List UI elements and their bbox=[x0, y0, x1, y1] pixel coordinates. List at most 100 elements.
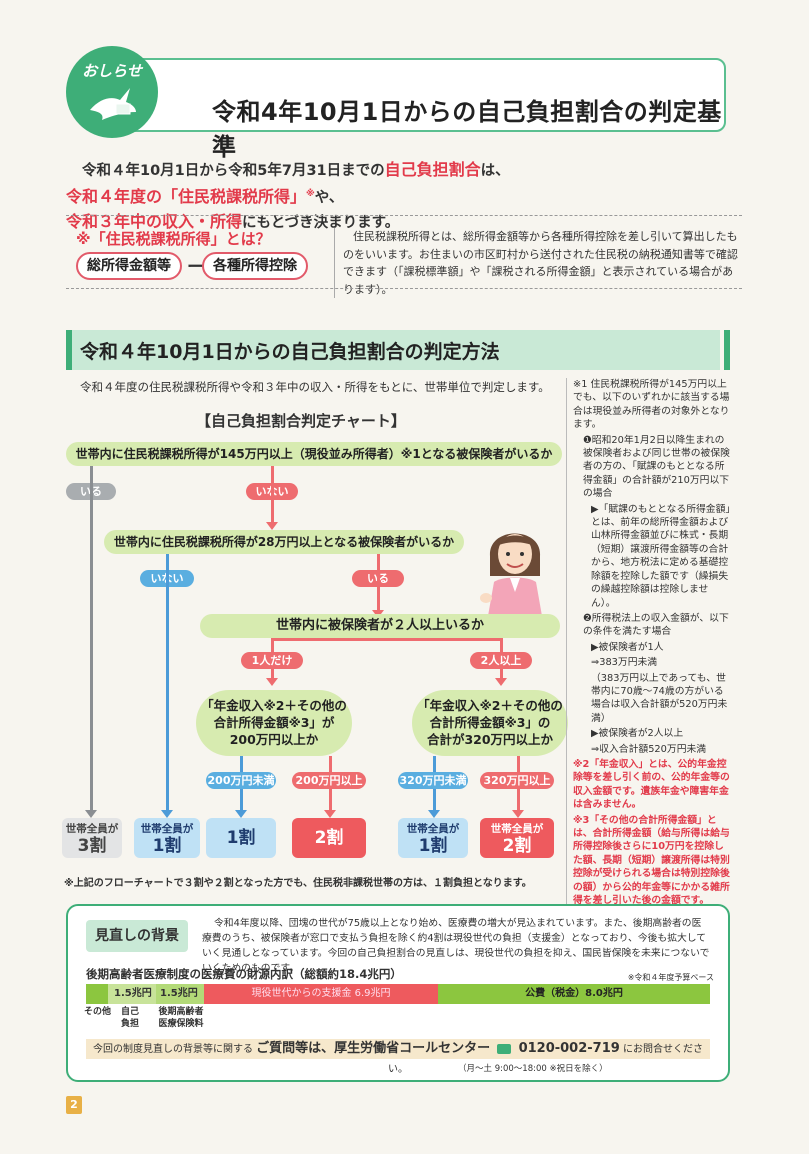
note-1b-line: ⇒383万円未満 bbox=[591, 657, 658, 669]
label-other: その他 bbox=[84, 1007, 112, 1017]
contact-phone[interactable]: 0120-002-719 bbox=[518, 1041, 620, 1056]
q3-two-tag: 2人以上 bbox=[470, 652, 532, 669]
arrow-down-icon bbox=[324, 810, 336, 818]
result-1-all: 世帯全員が 1割 bbox=[134, 818, 200, 858]
total-income-pill: 総所得金額等 bbox=[76, 252, 182, 280]
connector bbox=[377, 554, 380, 612]
result-ratio: 1割 bbox=[418, 836, 448, 856]
intro-text: は、 bbox=[480, 163, 510, 179]
label-premium: 後期高齢者 医療保険料 bbox=[158, 1007, 204, 1029]
result-3-all: 世帯全員が 3割 bbox=[62, 818, 122, 858]
page-title: 令和4年10月1日からの自己負担割合の判定基準 bbox=[212, 98, 722, 161]
phone-icon bbox=[497, 1044, 512, 1054]
header-frame: 令和4年10月1日からの自己負担割合の判定基準 bbox=[106, 58, 726, 161]
finance-bar: 1.5兆円 1.5兆円 現役世代からの支援金 6.9兆円 公費（税金）8.0兆円 bbox=[86, 984, 710, 1004]
definition-text: 住民税課税所得とは、総所得金額等から各種所得控除を差し引いて算出したものをいいま… bbox=[334, 228, 742, 298]
intro-highlight: 自己負担割合 bbox=[384, 160, 481, 179]
question-3: 世帯内に被保険者が２人以上いるか bbox=[200, 614, 560, 638]
b-over-tag: 320万円以上 bbox=[480, 772, 554, 789]
label-self-pay: 自己 負担 bbox=[120, 1007, 139, 1029]
segment-support: 現役世代からの支援金 6.9兆円 bbox=[204, 984, 438, 1004]
question-2: 世帯内に住民税課税所得が28万円以上となる被保険者がいるか bbox=[104, 530, 464, 554]
note-1a: ❶昭和20年1月2日以降生まれの被保険者および同じ世帯の被保険者の方の、「賦課の… bbox=[583, 434, 730, 500]
background-text: 令和4年度以降、団塊の世代が75歳以上となり始め、医療費の増大が見込まれています… bbox=[202, 918, 710, 974]
connector bbox=[271, 638, 503, 641]
contact-pre: 今回の制度見直しの背景等に関する bbox=[92, 1044, 253, 1055]
segment-public: 公費（税金）8.0兆円 bbox=[438, 984, 710, 1004]
contact-bar: 今回の制度見直しの背景等に関する ご質問等は、厚生労働省コールセンター 0120… bbox=[86, 1039, 710, 1075]
connector bbox=[90, 466, 93, 812]
intro-highlight: 令和３年中の収入・所得 bbox=[66, 211, 243, 231]
divider bbox=[66, 215, 742, 216]
divider bbox=[66, 288, 742, 289]
intro-text: にもとづき決まります。 bbox=[242, 214, 400, 231]
arrow-down-icon bbox=[85, 810, 97, 818]
section-header-accent bbox=[724, 330, 730, 370]
arrow-down-icon bbox=[512, 810, 524, 818]
question-4b: 「年金収入※2＋その他の 合計所得金額※3」の 合計が320万円以上か bbox=[412, 690, 568, 756]
result-ratio: 3割 bbox=[77, 836, 107, 856]
segment-premium: 1.5兆円 bbox=[156, 984, 204, 1004]
section-lead: 令和４年度の住民税課税所得や令和３年中の収入・所得をもとに、世帯単位で判定します… bbox=[80, 380, 550, 394]
result-1: 1割 bbox=[206, 818, 276, 858]
b-under-tag: 320万円未満 bbox=[398, 772, 468, 789]
chart-title: 【自己負担割合判定チャート】 bbox=[196, 412, 406, 430]
header: 令和4年10月1日からの自己負担割合の判定基準 おしらせ bbox=[66, 46, 730, 161]
finance-title: 後期高齢者医療制度の医療費の財源内訳（総額約18.4兆円） bbox=[86, 967, 402, 981]
a-over-tag: 200万円以上 bbox=[292, 772, 366, 789]
segment-other bbox=[86, 984, 108, 1004]
arrow-down-icon bbox=[495, 678, 507, 686]
q4b-line: 合計が320万円以上か bbox=[426, 732, 554, 747]
note-2: ※2「年金収入」とは、公的年金控除等を差し引く前の、公的年金等の収入金額です。遺… bbox=[573, 758, 730, 811]
page-number: 2 bbox=[66, 1096, 82, 1114]
q4b-line: 「年金収入※2＋その他の bbox=[417, 698, 563, 713]
note-1b-line: ▶被保険者が2人以上 bbox=[591, 728, 684, 740]
arrow-down-icon bbox=[428, 810, 440, 818]
notice-badge-label: おしらせ bbox=[82, 62, 142, 80]
section-title: 令和４年10月1日からの自己負担割合の判定方法 bbox=[80, 341, 500, 363]
section-header: 令和４年10月1日からの自己負担割合の判定方法 bbox=[66, 330, 720, 370]
result-sub: 世帯全員が bbox=[140, 823, 194, 835]
connector bbox=[166, 554, 169, 812]
intro-text: や、 bbox=[314, 189, 344, 206]
guide-woman-illustration bbox=[480, 533, 542, 616]
q4b-line: 合計所得金額※3」の bbox=[429, 715, 551, 730]
chart-footnote: ※上記のフローチャートで３割や２割となった方でも、住民税非課税世帯の方は、１割負… bbox=[64, 878, 532, 889]
result-ratio: 2割 bbox=[502, 836, 532, 856]
result-sub: 世帯全員が bbox=[65, 823, 119, 835]
result-ratio: 1割 bbox=[152, 836, 182, 856]
background-box: 見直しの背景 令和4年度以降、団塊の世代が75歳以上となり始め、医療費の増大が見… bbox=[66, 904, 730, 1082]
definition-title: ※「住民税課税所得」とは？ bbox=[76, 230, 271, 248]
notice-badge: おしらせ bbox=[66, 46, 158, 138]
result-ratio: 1割 bbox=[226, 828, 256, 848]
deduction-pill: 各種所得控除 bbox=[202, 252, 308, 280]
q4a-line: 「年金収入※2＋その他の bbox=[201, 698, 347, 713]
result-2-all: 世帯全員が 2割 bbox=[480, 818, 554, 858]
note-1a-sub: ▶「賦課のもととなる所得金額」とは、前年の総所得金額および山林所得金額並びに株式… bbox=[591, 503, 731, 609]
intro-footnote-mark: ※ bbox=[306, 189, 315, 199]
dove-icon bbox=[90, 88, 136, 120]
result-ratio: 2割 bbox=[314, 828, 344, 848]
minus-sign: ー bbox=[187, 257, 205, 278]
result-1-all-b: 世帯全員が 1割 bbox=[398, 818, 468, 858]
finance-note: ※令和４年度予算ベース bbox=[627, 973, 714, 982]
note-1b-line: ⇒収入合計額520万円未満 bbox=[591, 743, 707, 755]
contact-hours: （月～土 9:00～18:00 ※祝日を除く） bbox=[458, 1064, 608, 1074]
result-2: 2割 bbox=[292, 818, 366, 858]
note-1b: ❷所得税法上の収入金額が、以下の条件を満たす場合 bbox=[583, 612, 729, 638]
background-label: 見直しの背景 bbox=[86, 920, 188, 952]
note-1b-line: （383万円以上であっても、世帯内に70歳～74歳の方がいる場合は収入合計額が5… bbox=[591, 672, 728, 724]
connector bbox=[271, 466, 274, 524]
intro-highlight: 令和４年度の「住民税課税所得」 bbox=[66, 186, 307, 206]
intro-text: 令和４年10月1日から令和5年7月31日までの bbox=[82, 163, 385, 179]
q4a-line: 合計所得金額※3」が bbox=[213, 715, 335, 730]
contact-main: ご質問等は、厚生労働省コールセンター bbox=[256, 1041, 491, 1056]
question-4a: 「年金収入※2＋その他の 合計所得金額※3」が 200万円以上か bbox=[196, 690, 352, 756]
arrow-down-icon bbox=[161, 810, 173, 818]
q4a-line: 200万円以上か bbox=[229, 732, 319, 747]
side-notes: ※1 住民税課税所得が145万円以上でも、以下のいずれかに該当する場合は現役並み… bbox=[566, 378, 732, 910]
arrow-down-icon bbox=[266, 678, 278, 686]
arrow-down-icon bbox=[266, 522, 278, 530]
question-1: 世帯内に住民税課税所得が145万円以上（現役並み所得者）※1となる被保険者がいる… bbox=[66, 442, 562, 466]
arrow-down-icon bbox=[235, 810, 247, 818]
